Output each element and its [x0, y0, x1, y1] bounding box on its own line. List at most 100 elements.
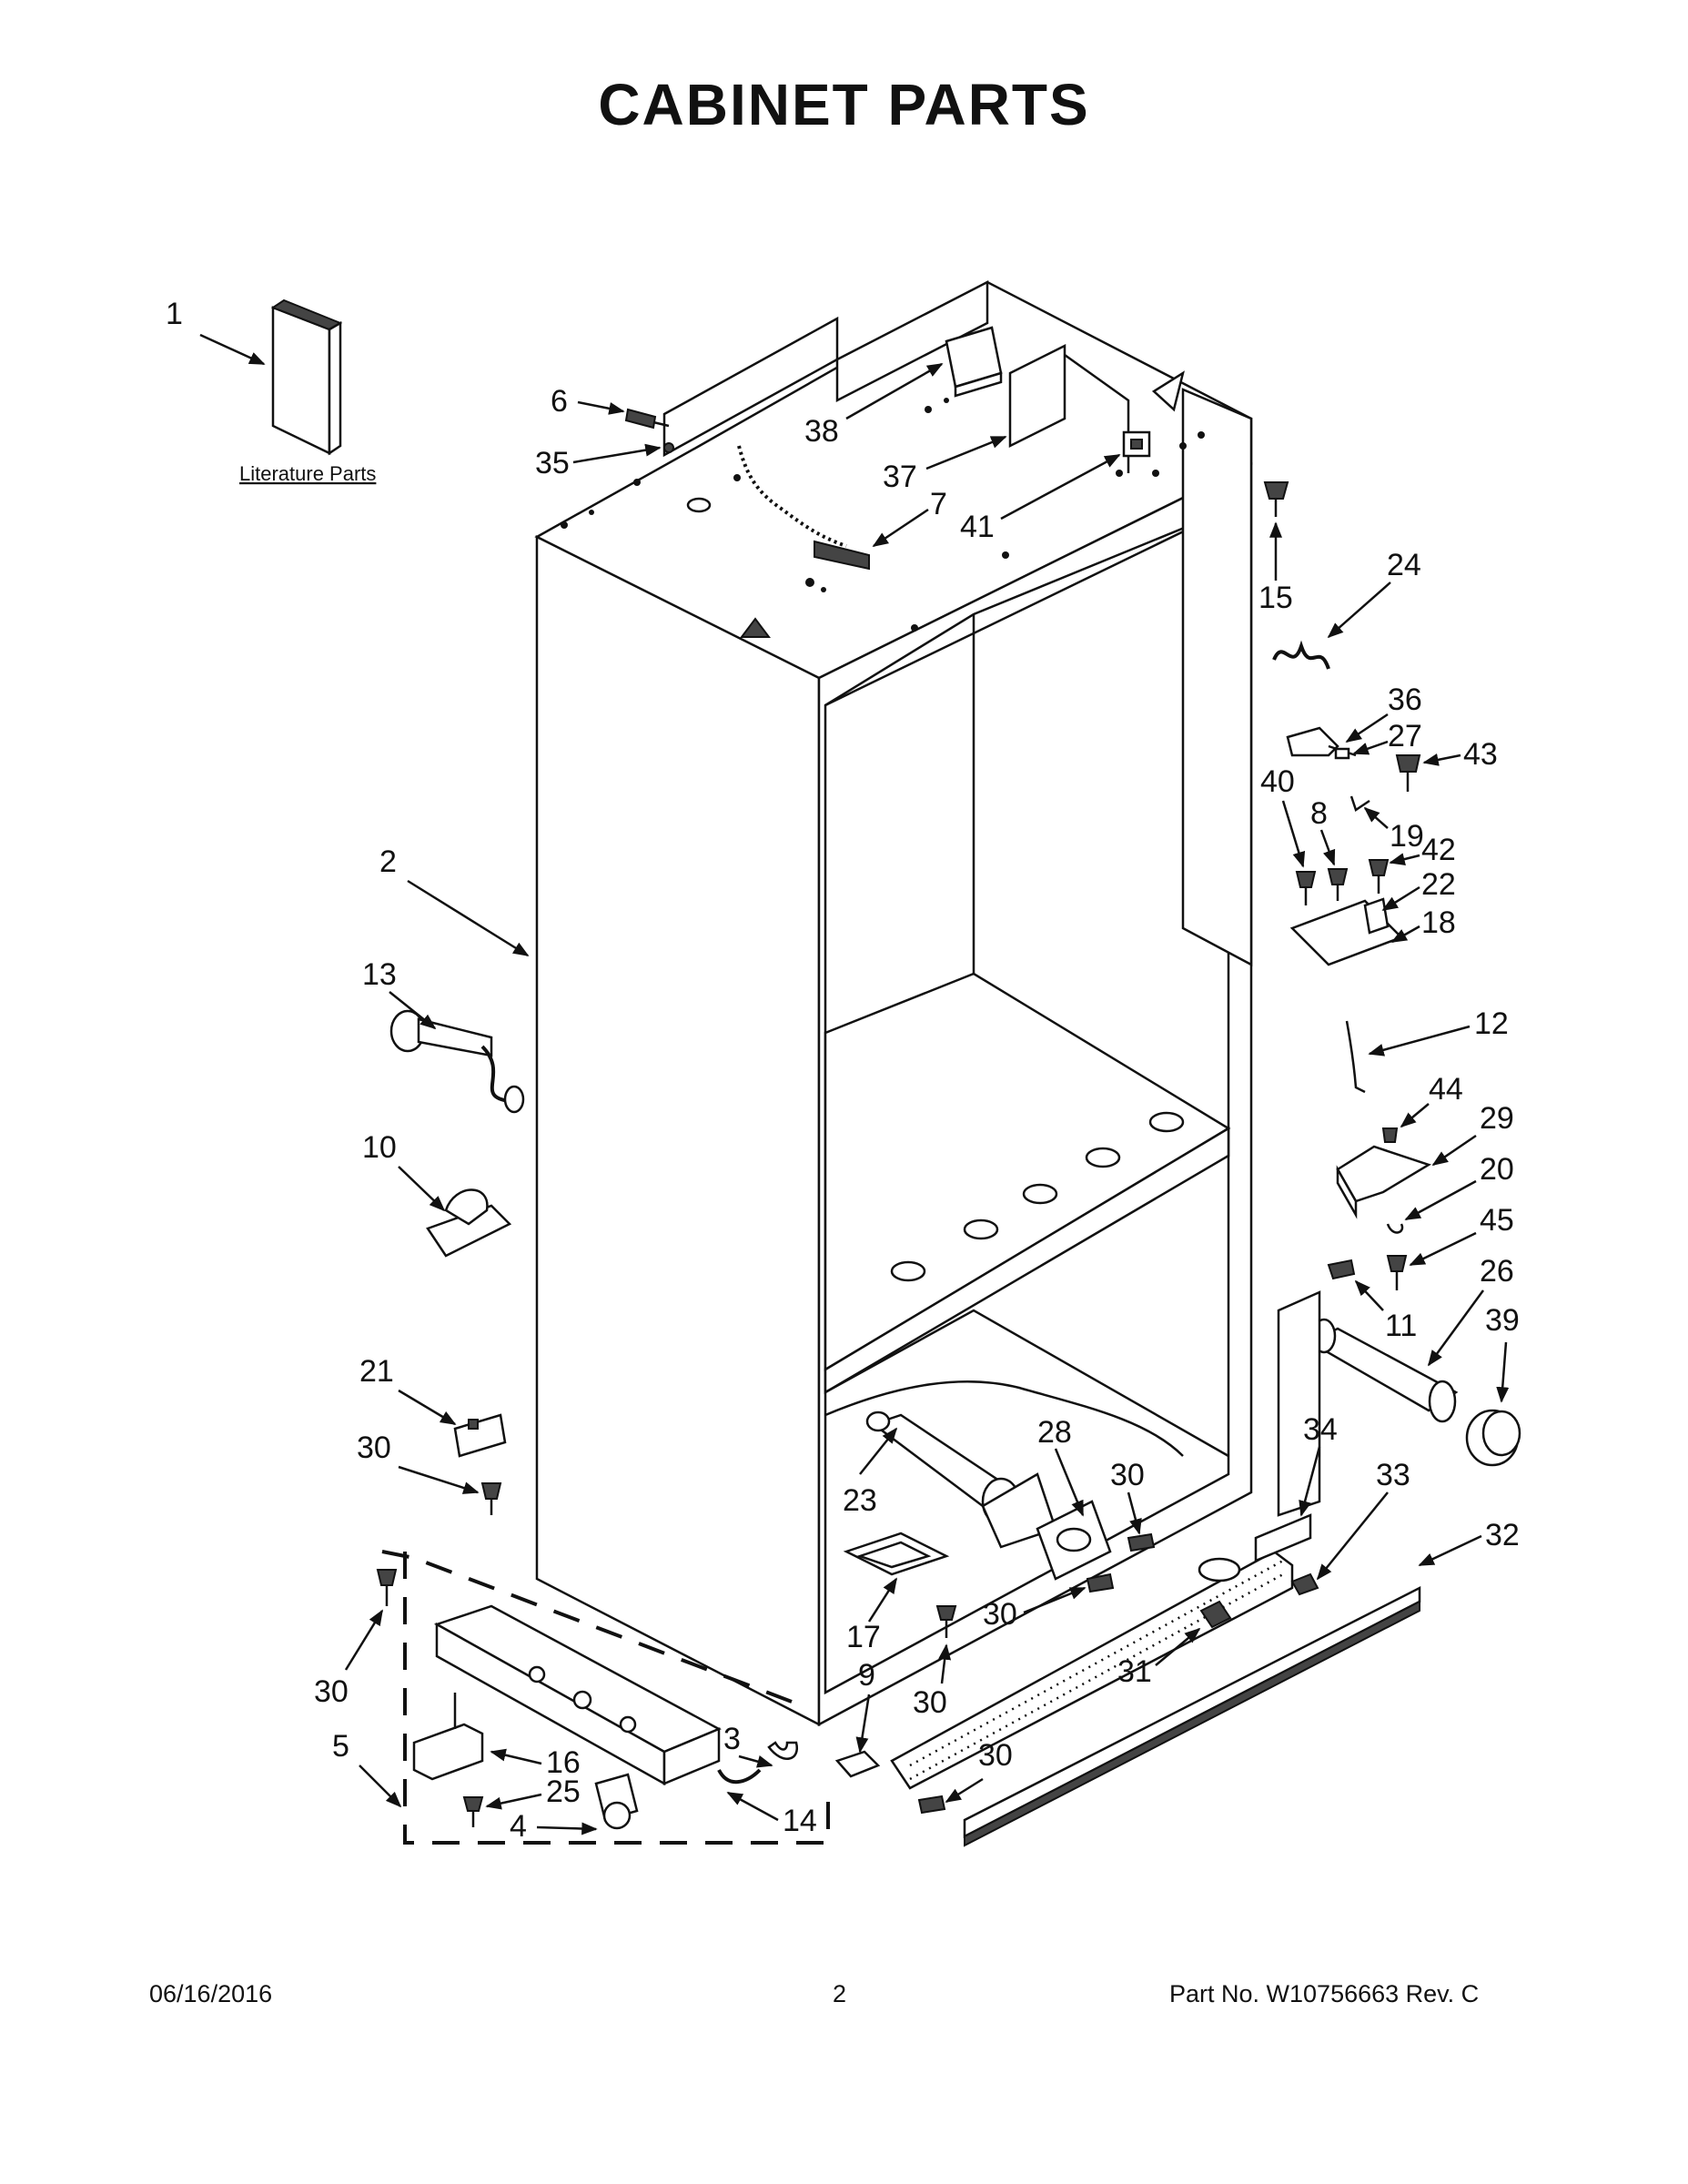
callout-18: 18	[1421, 905, 1456, 940]
callout-45: 45	[1480, 1203, 1514, 1238]
callout-40: 40	[1260, 764, 1295, 799]
wire-harness-part	[737, 445, 870, 571]
callout-42: 42	[1421, 833, 1456, 867]
leveling-leg-16	[412, 1693, 484, 1781]
callout-2: 2	[379, 844, 397, 879]
screws-30-center	[1086, 1532, 1156, 1593]
callout-6: 6	[551, 384, 568, 419]
callout-43: 43	[1463, 737, 1498, 772]
cabinet-body	[534, 279, 1253, 1727]
clamp-10	[426, 1188, 512, 1258]
page-title: CABINET PARTS	[598, 72, 1090, 137]
callout-10: 10	[362, 1130, 397, 1165]
knob-31	[1199, 1600, 1232, 1629]
callout-27: 27	[1388, 719, 1422, 753]
cover-28	[1036, 1500, 1112, 1581]
callout-33: 33	[1376, 1458, 1410, 1492]
callout-26: 26	[1480, 1254, 1514, 1289]
callout-44: 44	[1429, 1072, 1463, 1107]
callout-30-f: 30	[978, 1738, 1013, 1773]
callout-37: 37	[883, 460, 917, 494]
wire-12	[1345, 1020, 1366, 1094]
switch-part	[1122, 430, 1151, 458]
callout-1: 1	[166, 297, 183, 331]
screw-25	[462, 1796, 484, 1827]
callout-38: 38	[804, 414, 839, 449]
footer-page-number: 2	[833, 1980, 847, 2007]
literature-parts-label: Literature Parts	[239, 462, 376, 485]
callouts: 1 6 35 38 37 7 41 15 24 36 27 43 40 8 19…	[166, 297, 1520, 1844]
callout-25: 25	[546, 1774, 581, 1809]
screw-30-far-left	[376, 1569, 398, 1606]
callout-31: 31	[1117, 1654, 1152, 1689]
callout-3: 3	[723, 1722, 741, 1756]
bracket-21	[453, 1413, 507, 1458]
hose-clip-3	[767, 1741, 799, 1760]
literature-parts-booklet	[270, 298, 343, 456]
callout-19: 19	[1390, 819, 1424, 854]
callout-8: 8	[1310, 796, 1328, 831]
callout-30-a: 30	[357, 1431, 391, 1465]
callout-9: 9	[858, 1658, 875, 1693]
top-rear-tab	[1151, 370, 1185, 412]
callout-34: 34	[1303, 1412, 1338, 1447]
clip-14	[717, 1768, 762, 1785]
callout-14: 14	[783, 1804, 817, 1838]
base-grille-32	[963, 1585, 1421, 1847]
screws-11-45	[1327, 1255, 1408, 1290]
callout-20: 20	[1480, 1152, 1514, 1187]
lower-hinge-29	[1336, 1127, 1431, 1219]
screws-40-8-42	[1295, 859, 1390, 905]
pin-19	[1349, 795, 1370, 812]
callout-16: 16	[546, 1745, 581, 1780]
filter-cap-39	[1465, 1409, 1521, 1467]
screw-35	[663, 442, 674, 453]
callout-7: 7	[930, 487, 947, 521]
callout-12: 12	[1474, 1006, 1509, 1041]
toe-grille-panel	[890, 1513, 1312, 1790]
clip-20	[1386, 1223, 1404, 1234]
callout-24: 24	[1387, 548, 1421, 582]
callout-35: 35	[535, 446, 570, 480]
callout-28: 28	[1037, 1415, 1072, 1450]
bracket-17	[843, 1532, 950, 1576]
callout-17: 17	[846, 1620, 881, 1654]
screw-30-9	[917, 1795, 946, 1815]
callout-5: 5	[332, 1729, 349, 1764]
electrical-box-part	[945, 326, 1003, 398]
filter-housing-panel	[1277, 1290, 1321, 1517]
leveling-rail-assembly	[433, 1604, 722, 1786]
callout-39: 39	[1485, 1303, 1520, 1338]
screw-6	[624, 408, 670, 430]
screw-15	[1263, 481, 1289, 517]
callout-22: 22	[1421, 867, 1456, 902]
screw-30-left	[480, 1482, 502, 1515]
water-valve-13	[389, 1009, 525, 1114]
callout-36: 36	[1388, 682, 1422, 717]
screw-30-17	[935, 1605, 957, 1638]
callout-11: 11	[1385, 1309, 1417, 1343]
callout-32: 32	[1485, 1518, 1520, 1552]
water-filter-26	[1308, 1318, 1459, 1423]
footer-date: 06/16/2016	[149, 1980, 273, 2007]
screw-43	[1395, 754, 1421, 792]
clip-9	[834, 1750, 881, 1778]
callout-23: 23	[843, 1483, 877, 1518]
callout-30-d: 30	[314, 1674, 349, 1709]
callout-15: 15	[1258, 581, 1293, 615]
callout-13: 13	[362, 957, 397, 992]
spring-24	[1272, 640, 1330, 670]
roller-4	[594, 1773, 639, 1830]
callout-41: 41	[960, 510, 995, 544]
callout-30-e: 30	[913, 1685, 947, 1720]
callout-4: 4	[510, 1809, 527, 1844]
mounting-bracket-part	[1008, 343, 1130, 473]
screw-33	[1290, 1572, 1319, 1596]
washer-27	[1334, 747, 1350, 760]
callout-30-b: 30	[1110, 1458, 1145, 1492]
callout-21: 21	[359, 1354, 394, 1389]
footer-part-number: Part No. W10756663 Rev. C	[1169, 1980, 1480, 2007]
callout-30-c: 30	[983, 1597, 1017, 1632]
callout-29: 29	[1480, 1101, 1514, 1136]
